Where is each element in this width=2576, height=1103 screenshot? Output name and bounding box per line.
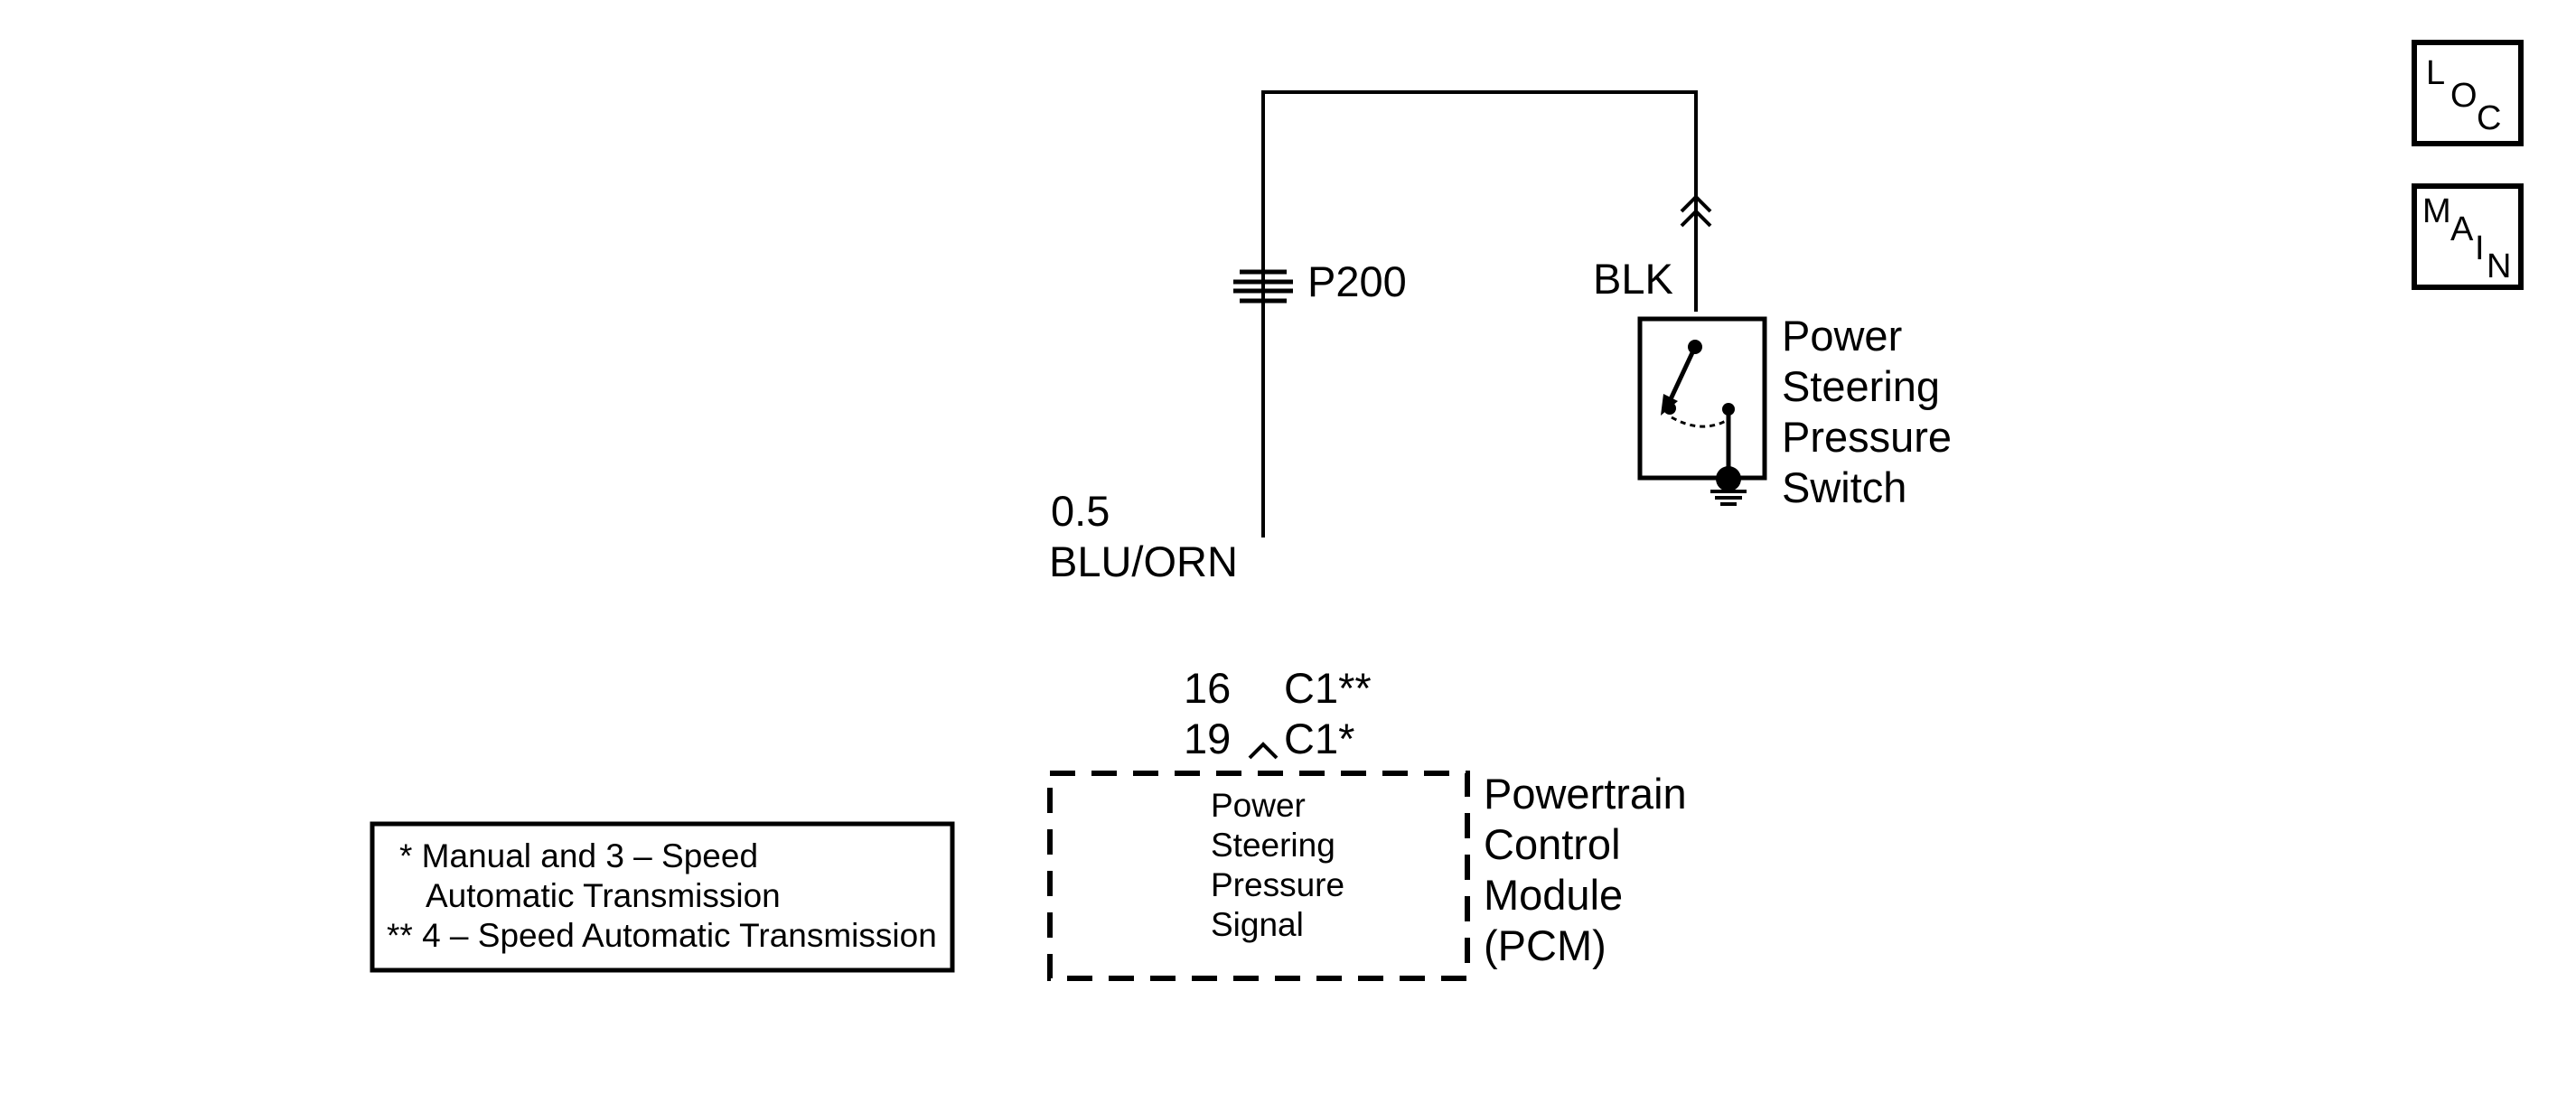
pcm-title-line: Module [1484, 871, 1623, 919]
pcm-title-line: Control [1484, 820, 1621, 868]
main-letter: M [2422, 192, 2451, 230]
pcm-connector-terminal-icon [1248, 742, 1279, 760]
pressure-switch-symbol [1637, 316, 1767, 506]
legend-text: * Manual and 3 – Speed Automatic Transmi… [387, 837, 937, 954]
switch-title-line: Pressure [1782, 413, 1952, 461]
ground-wire-color-label: BLK [1593, 255, 1673, 303]
loc-letter: O [2450, 77, 2478, 115]
pcm-title: Powertrain Control Module (PCM) [1484, 770, 1699, 969]
connector-id: C1* [1284, 715, 1354, 762]
pcm-internal-label: Power Steering Pressure Signal [1211, 787, 1354, 943]
legend-box [370, 821, 955, 973]
pcm-module-box [1047, 771, 1470, 981]
pin-number: 19 [1184, 715, 1231, 762]
wire-color-label: BLU/ORN [1049, 537, 1238, 585]
switch-title: Power Steering Pressure Switch [1782, 312, 1963, 511]
splice-label: P200 [1307, 257, 1407, 305]
inline-connector-icon [1680, 194, 1712, 228]
loc-letter: C [2477, 99, 2501, 137]
pcm-internal-line: Power [1211, 787, 1306, 824]
pcm-internal-line: Pressure [1211, 866, 1344, 903]
legend-line: * Manual and 3 – Speed [399, 837, 758, 874]
main-letter: N [2487, 248, 2511, 285]
legend-line: Automatic Transmission [426, 877, 781, 914]
switch-title-line: Switch [1782, 463, 1906, 511]
pin-number: 16 [1184, 664, 1231, 712]
loc-button[interactable]: L O C [2412, 40, 2524, 146]
main-letter: I [2475, 229, 2485, 267]
pcm-title-line: Powertrain [1484, 770, 1687, 818]
pcm-internal-line: Signal [1211, 906, 1304, 943]
switch-title-line: Steering [1782, 362, 1940, 410]
connector-id: C1** [1284, 664, 1372, 712]
pcm-internal-line: Steering [1211, 827, 1335, 864]
wire-size-label: 0.5 [1051, 487, 1110, 535]
pcm-title-line: (PCM) [1484, 921, 1606, 969]
splice-p200-symbol [1233, 269, 1293, 304]
legend-line: ** 4 – Speed Automatic Transmission [387, 917, 937, 954]
loc-letter: L [2426, 54, 2445, 92]
signal-wire-loop [1261, 90, 1698, 537]
main-button[interactable]: M A I N [2412, 183, 2524, 290]
main-letter: A [2450, 210, 2474, 248]
switch-title-line: Power [1782, 312, 1902, 360]
